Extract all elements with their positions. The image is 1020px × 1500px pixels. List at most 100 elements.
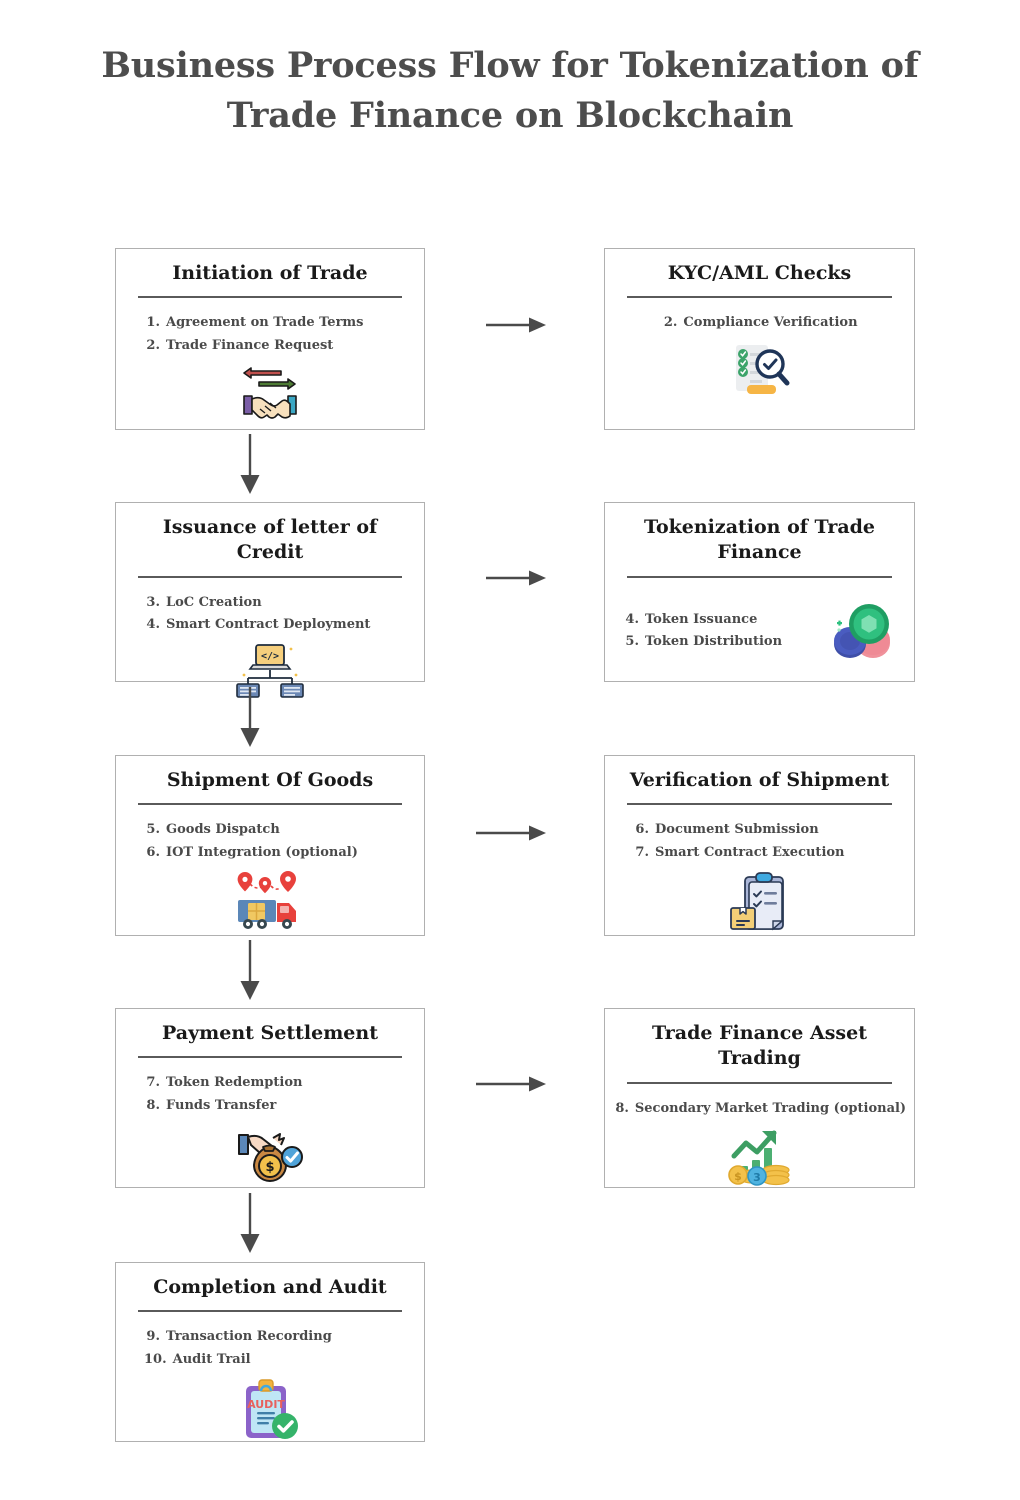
step-label: Document Submission	[655, 822, 819, 838]
step-label: Agreement on Trade Terms	[166, 315, 364, 331]
connector-shipment-to-verification	[476, 824, 546, 842]
node-initiation-of-trade[interactable]: Initiation of Trade 1. Agreement on Trade …	[115, 248, 425, 430]
step-item: 10.Audit Trail	[144, 1349, 332, 1371]
node-illustration: $	[120, 1123, 420, 1185]
connector-issuance-to-shipment	[239, 687, 261, 747]
node-title: Initiation of Trade	[172, 262, 368, 284]
node-divider	[138, 296, 402, 299]
step-item: 6. IOT Integration (optional)	[144, 842, 358, 864]
step-number: 5.	[625, 634, 639, 650]
node-divider	[627, 803, 892, 806]
step-list: 4. Token Issuance 5. Token Distribution	[623, 609, 782, 654]
node-divider	[138, 1056, 402, 1059]
node-payment-settlement[interactable]: Payment Settlement 7.Token Redemption 8. Fu…	[115, 1008, 425, 1188]
connector-initiation-to-kyc	[486, 316, 546, 334]
svg-text:$: $	[265, 1160, 274, 1175]
node-divider	[138, 575, 402, 578]
delivery-truck-tracking-icon	[237, 870, 296, 929]
step-label: IOT Integration (optional)	[166, 844, 358, 860]
step-item: 5.Goods Dispatch	[144, 819, 358, 841]
step-item: 4.Smart Contract Deployment	[144, 614, 370, 636]
step-list: 7.Token Redemption 8. Funds Transfer	[144, 1072, 302, 1117]
step-number: 8.	[615, 1100, 629, 1116]
step-label: Funds Transfer	[166, 1097, 277, 1113]
node-title: Verification of Shipment	[629, 769, 890, 791]
node-title: Shipment Of Goods	[166, 769, 374, 791]
connector-issuance-to-tokenization	[486, 569, 546, 587]
tokens-coins-icon	[834, 604, 890, 659]
node-shipment-of-goods[interactable]: Shipment Of Goods 5.Goods Dispatch 6. IOT I…	[115, 755, 425, 936]
step-number: 4.	[146, 616, 160, 632]
node-illustration: AUDIT	[120, 1377, 420, 1441]
step-list: 5.Goods Dispatch 6. IOT Integration (optio…	[144, 819, 358, 864]
step-item: 7.Token Redemption	[144, 1072, 302, 1094]
node-divider	[627, 1081, 892, 1084]
step-number: 10.	[144, 1351, 167, 1367]
connector-shipment-to-payment	[239, 940, 261, 1000]
step-number: 7.	[635, 844, 649, 860]
node-illustration	[609, 870, 910, 934]
step-label: Trade Finance Request	[166, 337, 334, 353]
node-divider	[138, 803, 402, 806]
arrow-right-icon	[476, 1076, 546, 1092]
svg-text:3: 3	[753, 1171, 761, 1184]
node-kyc-aml-checks[interactable]: KYC/AML Checks 2. Compliance Verification	[604, 248, 915, 430]
step-item: 1. Agreement on Trade Terms	[144, 312, 364, 334]
step-number: 6.	[146, 844, 160, 860]
node-illustration	[120, 363, 420, 421]
node-divider	[627, 575, 892, 578]
step-item: 5. Token Distribution	[623, 631, 782, 653]
step-label: Token Issuance	[645, 611, 758, 627]
step-number: 7.	[146, 1075, 160, 1091]
node-completion-and-audit[interactable]: Completion and Audit 9.Transaction Record…	[115, 1262, 425, 1442]
step-number: 9.	[146, 1329, 160, 1345]
step-number: 8.	[146, 1097, 160, 1113]
node-body: 5.Goods Dispatch 6. IOT Integration (optio…	[116, 819, 424, 932]
node-title: KYC/AML Checks	[667, 262, 852, 284]
step-number: 1.	[146, 315, 160, 331]
step-item: 2. Compliance Verification	[661, 312, 858, 334]
step-number: 5.	[146, 822, 160, 838]
node-title: Payment Settlement	[162, 1022, 378, 1044]
node-title: Tokenization of Trade Finance	[643, 516, 876, 564]
arrow-right-icon	[486, 317, 546, 333]
clipboard-parcel-check-icon	[729, 872, 784, 931]
step-item: 8. Funds Transfer	[144, 1095, 302, 1117]
audit-clipboard-check-icon: AUDIT	[246, 1379, 298, 1439]
arrow-down-icon	[240, 940, 260, 1000]
node-body: 2. Compliance Verification	[605, 312, 914, 419]
page-title: Business Process Flow for Tokenization o…	[101, 45, 919, 137]
connector-initiation-to-issuance	[239, 434, 261, 494]
compliance-checklist-magnifier-icon	[735, 344, 789, 394]
step-number: 4.	[625, 611, 639, 627]
step-list: 3. LoC Creation 4.Smart Contract Deploymen…	[144, 592, 370, 637]
node-title: Completion and Audit	[153, 1276, 387, 1298]
step-item: 3. LoC Creation	[144, 592, 370, 614]
node-illustration	[609, 341, 910, 399]
arrow-down-icon	[240, 1193, 260, 1253]
step-label: LoC Creation	[166, 594, 262, 610]
step-label: Compliance Verification	[683, 315, 858, 331]
svg-text:</>: </>	[261, 651, 279, 662]
node-illustration	[828, 599, 900, 663]
arrow-right-icon	[476, 825, 546, 841]
step-number: 3.	[146, 594, 160, 610]
node-tokenization-of-trade-finance[interactable]: Tokenization of Trade Finance 4. Token Iss…	[604, 502, 915, 682]
node-body: 8.Secondary Market Trading (optional) $	[605, 1098, 914, 1188]
arrow-down-icon	[240, 687, 260, 747]
svg-text:AUDIT: AUDIT	[247, 1398, 285, 1411]
step-list: 8.Secondary Market Trading (optional)	[613, 1098, 906, 1120]
node-illustration	[120, 870, 420, 932]
money-bag-check-icon: $	[238, 1132, 303, 1182]
step-number: 2.	[663, 315, 678, 331]
node-divider	[138, 1310, 402, 1313]
step-label: Token Distribution	[645, 634, 783, 650]
